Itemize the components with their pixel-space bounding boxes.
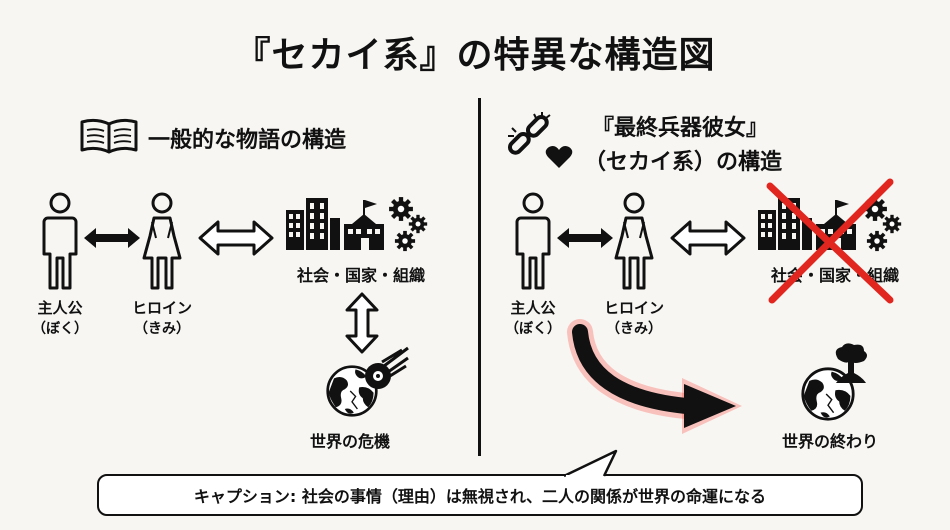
left-society-label: 社会・国家・組織 — [296, 266, 425, 285]
building-icon — [286, 198, 386, 250]
gear-icon — [394, 230, 416, 252]
heart-icon — [545, 146, 573, 168]
caption-box: キャプション: 社会の事情（理由）は無視され、二人の関係が世界の命運になる — [97, 474, 863, 516]
man-icon — [40, 192, 80, 292]
right-heading-line1: 『最終兵器彼女』 — [591, 116, 768, 141]
caption-tail — [563, 449, 618, 481]
meteor-icon — [365, 346, 409, 389]
page-title: 『セカイ系』の特異な構造図 — [234, 35, 716, 76]
book-icon — [80, 118, 138, 154]
curved-arrow-icon — [567, 319, 742, 434]
right-boy-sub: （ぼく） — [505, 321, 561, 337]
right-heading-line2: （セカイ系）の構造 — [583, 150, 782, 175]
hollow-double-arrow-icon — [198, 220, 274, 256]
left-boy-name: 主人公 — [37, 299, 83, 317]
broken-chain-icon — [507, 112, 573, 168]
ending-label: 世界の終わり — [781, 432, 878, 451]
vertical-double-arrow-icon — [345, 292, 379, 354]
caption-text: キャプション: 社会の事情（理由）は無視され、二人の関係が世界の命運になる — [193, 487, 767, 506]
woman-icon — [614, 192, 654, 292]
double-arrow-icon — [557, 228, 613, 248]
red-cross-icon — [766, 178, 894, 304]
left-girl-sub: （きみ） — [134, 321, 190, 337]
mushroom-cloud-icon — [835, 343, 867, 383]
hollow-double-arrow-icon — [670, 220, 746, 256]
woman-icon — [142, 192, 182, 292]
left-heading: 一般的な物語の構造 — [148, 128, 347, 153]
man-icon — [513, 192, 553, 292]
right-boy-name: 主人公 — [510, 299, 556, 317]
left-boy-sub: （ぼく） — [32, 321, 88, 337]
crisis-label: 世界の危機 — [309, 432, 390, 451]
left-girl-name: ヒロイン — [131, 299, 192, 317]
right-girl-sub: （きみ） — [606, 321, 662, 337]
double-arrow-icon — [84, 228, 140, 248]
center-divider — [478, 98, 481, 456]
right-girl-name: ヒロイン — [603, 299, 664, 317]
